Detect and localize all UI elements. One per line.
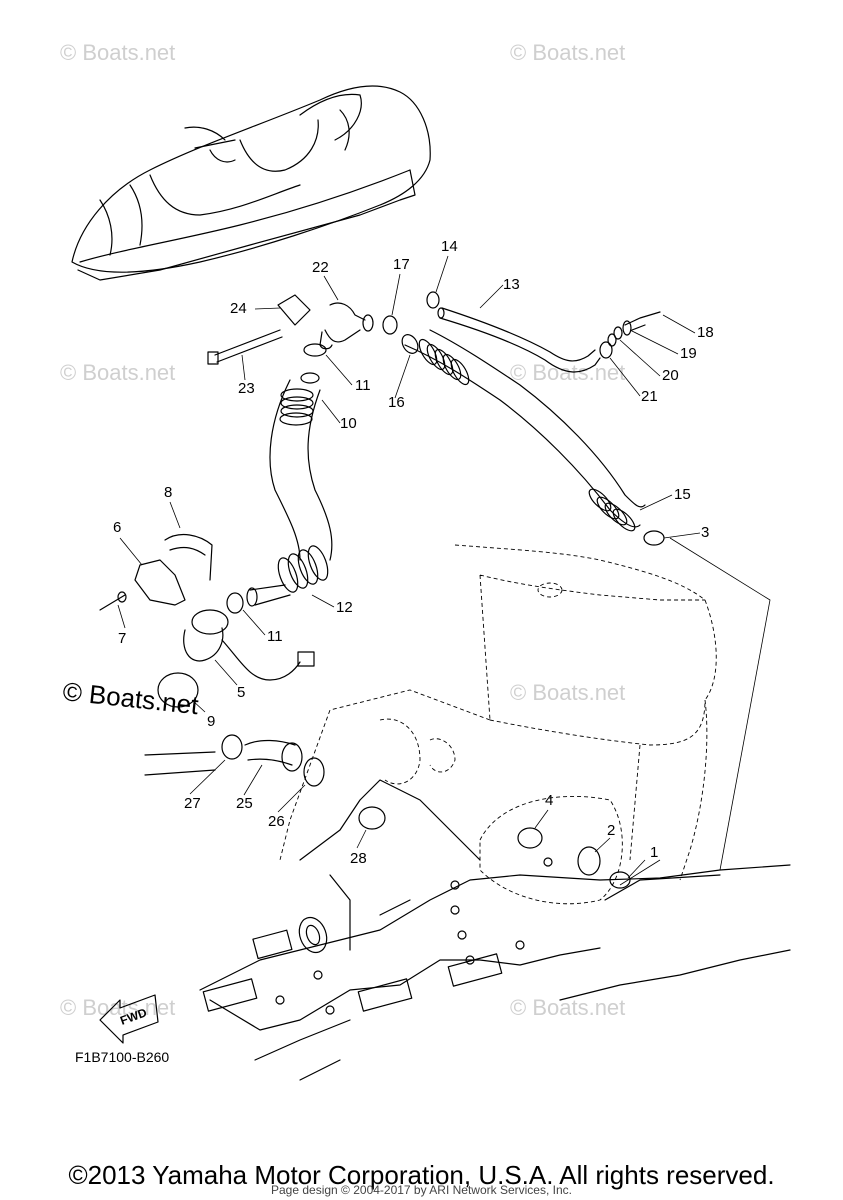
clamp-17 bbox=[382, 315, 398, 335]
clamp-14 bbox=[426, 291, 440, 309]
callout-21: 21 bbox=[641, 388, 658, 405]
callout-11-upper: 11 bbox=[355, 377, 371, 394]
watermark-text: © Boats.net bbox=[510, 360, 625, 385]
callout-25: 25 bbox=[236, 795, 253, 812]
clamp-11-lower bbox=[226, 592, 244, 614]
callout-10: 10 bbox=[340, 415, 357, 432]
watermark-text: © Boats.net bbox=[510, 680, 625, 705]
callout-24: 24 bbox=[230, 300, 247, 317]
callout-4: 4 bbox=[545, 792, 553, 809]
callout-9: 9 bbox=[207, 713, 215, 730]
callout-labels: 1 2 3 4 5 6 7 8 9 10 11 11 12 13 14 15 1… bbox=[113, 238, 714, 867]
callout-3: 3 bbox=[701, 524, 709, 541]
watermark-text: © Boats.net bbox=[60, 360, 175, 385]
callout-leaders bbox=[117, 255, 701, 879]
part-5-pump bbox=[157, 609, 315, 708]
callout-8: 8 bbox=[164, 484, 172, 501]
callout-15: 15 bbox=[674, 486, 691, 503]
part-24-23 bbox=[207, 294, 311, 365]
callout-11-lower: 11 bbox=[267, 628, 283, 645]
callout-28: 28 bbox=[350, 850, 367, 867]
callout-18: 18 bbox=[697, 324, 714, 341]
part-10-12-hose bbox=[246, 372, 333, 607]
callout-17: 17 bbox=[393, 256, 410, 273]
watermark-prominent: © Boats.net bbox=[61, 676, 200, 720]
watermark-text: © Boats.net bbox=[510, 995, 625, 1020]
callout-7: 7 bbox=[118, 630, 126, 647]
clamps bbox=[221, 291, 665, 760]
leader-lines bbox=[619, 537, 771, 886]
watermark-text: © Boats.net bbox=[510, 40, 625, 65]
watermarks: © Boats.net © Boats.net © Boats.net © Bo… bbox=[60, 40, 625, 1020]
callout-26: 26 bbox=[268, 813, 285, 830]
diagram-code: F1B7100-B260 bbox=[75, 1049, 169, 1065]
part-22-elbow bbox=[319, 302, 374, 350]
callout-19: 19 bbox=[680, 345, 697, 362]
callout-12: 12 bbox=[336, 599, 353, 616]
callout-16: 16 bbox=[388, 394, 405, 411]
callout-2: 2 bbox=[607, 822, 615, 839]
callout-23: 23 bbox=[238, 380, 255, 397]
callout-20: 20 bbox=[662, 367, 679, 384]
clamp-11-upper bbox=[303, 343, 327, 357]
hull-compartment bbox=[199, 544, 791, 1081]
clamp-21 bbox=[599, 341, 613, 359]
part-16-15-hose bbox=[401, 329, 646, 532]
part-6-8-bracket bbox=[99, 533, 213, 611]
callout-22: 22 bbox=[312, 259, 329, 276]
callout-13: 13 bbox=[503, 276, 520, 293]
watercraft-illustration bbox=[71, 85, 431, 281]
callout-14: 14 bbox=[441, 238, 458, 255]
copyright-notice: ©2013 Yamaha Motor Corporation, U.S.A. A… bbox=[68, 1160, 775, 1190]
outlet-fittings bbox=[144, 739, 631, 889]
clamp-3 bbox=[643, 530, 665, 546]
callout-27: 27 bbox=[184, 795, 201, 812]
callout-1: 1 bbox=[650, 844, 658, 861]
callout-5: 5 bbox=[237, 684, 245, 701]
fasteners-18-20 bbox=[607, 311, 661, 347]
watermark-text: © Boats.net bbox=[60, 40, 175, 65]
part-13-hose bbox=[437, 307, 601, 373]
callout-6: 6 bbox=[113, 519, 121, 536]
page-design-notice: Page design © 2004-2017 by ARI Network S… bbox=[270, 1183, 572, 1197]
watermark-text: © Boats.net bbox=[60, 995, 175, 1020]
clamp-27 bbox=[221, 734, 243, 760]
